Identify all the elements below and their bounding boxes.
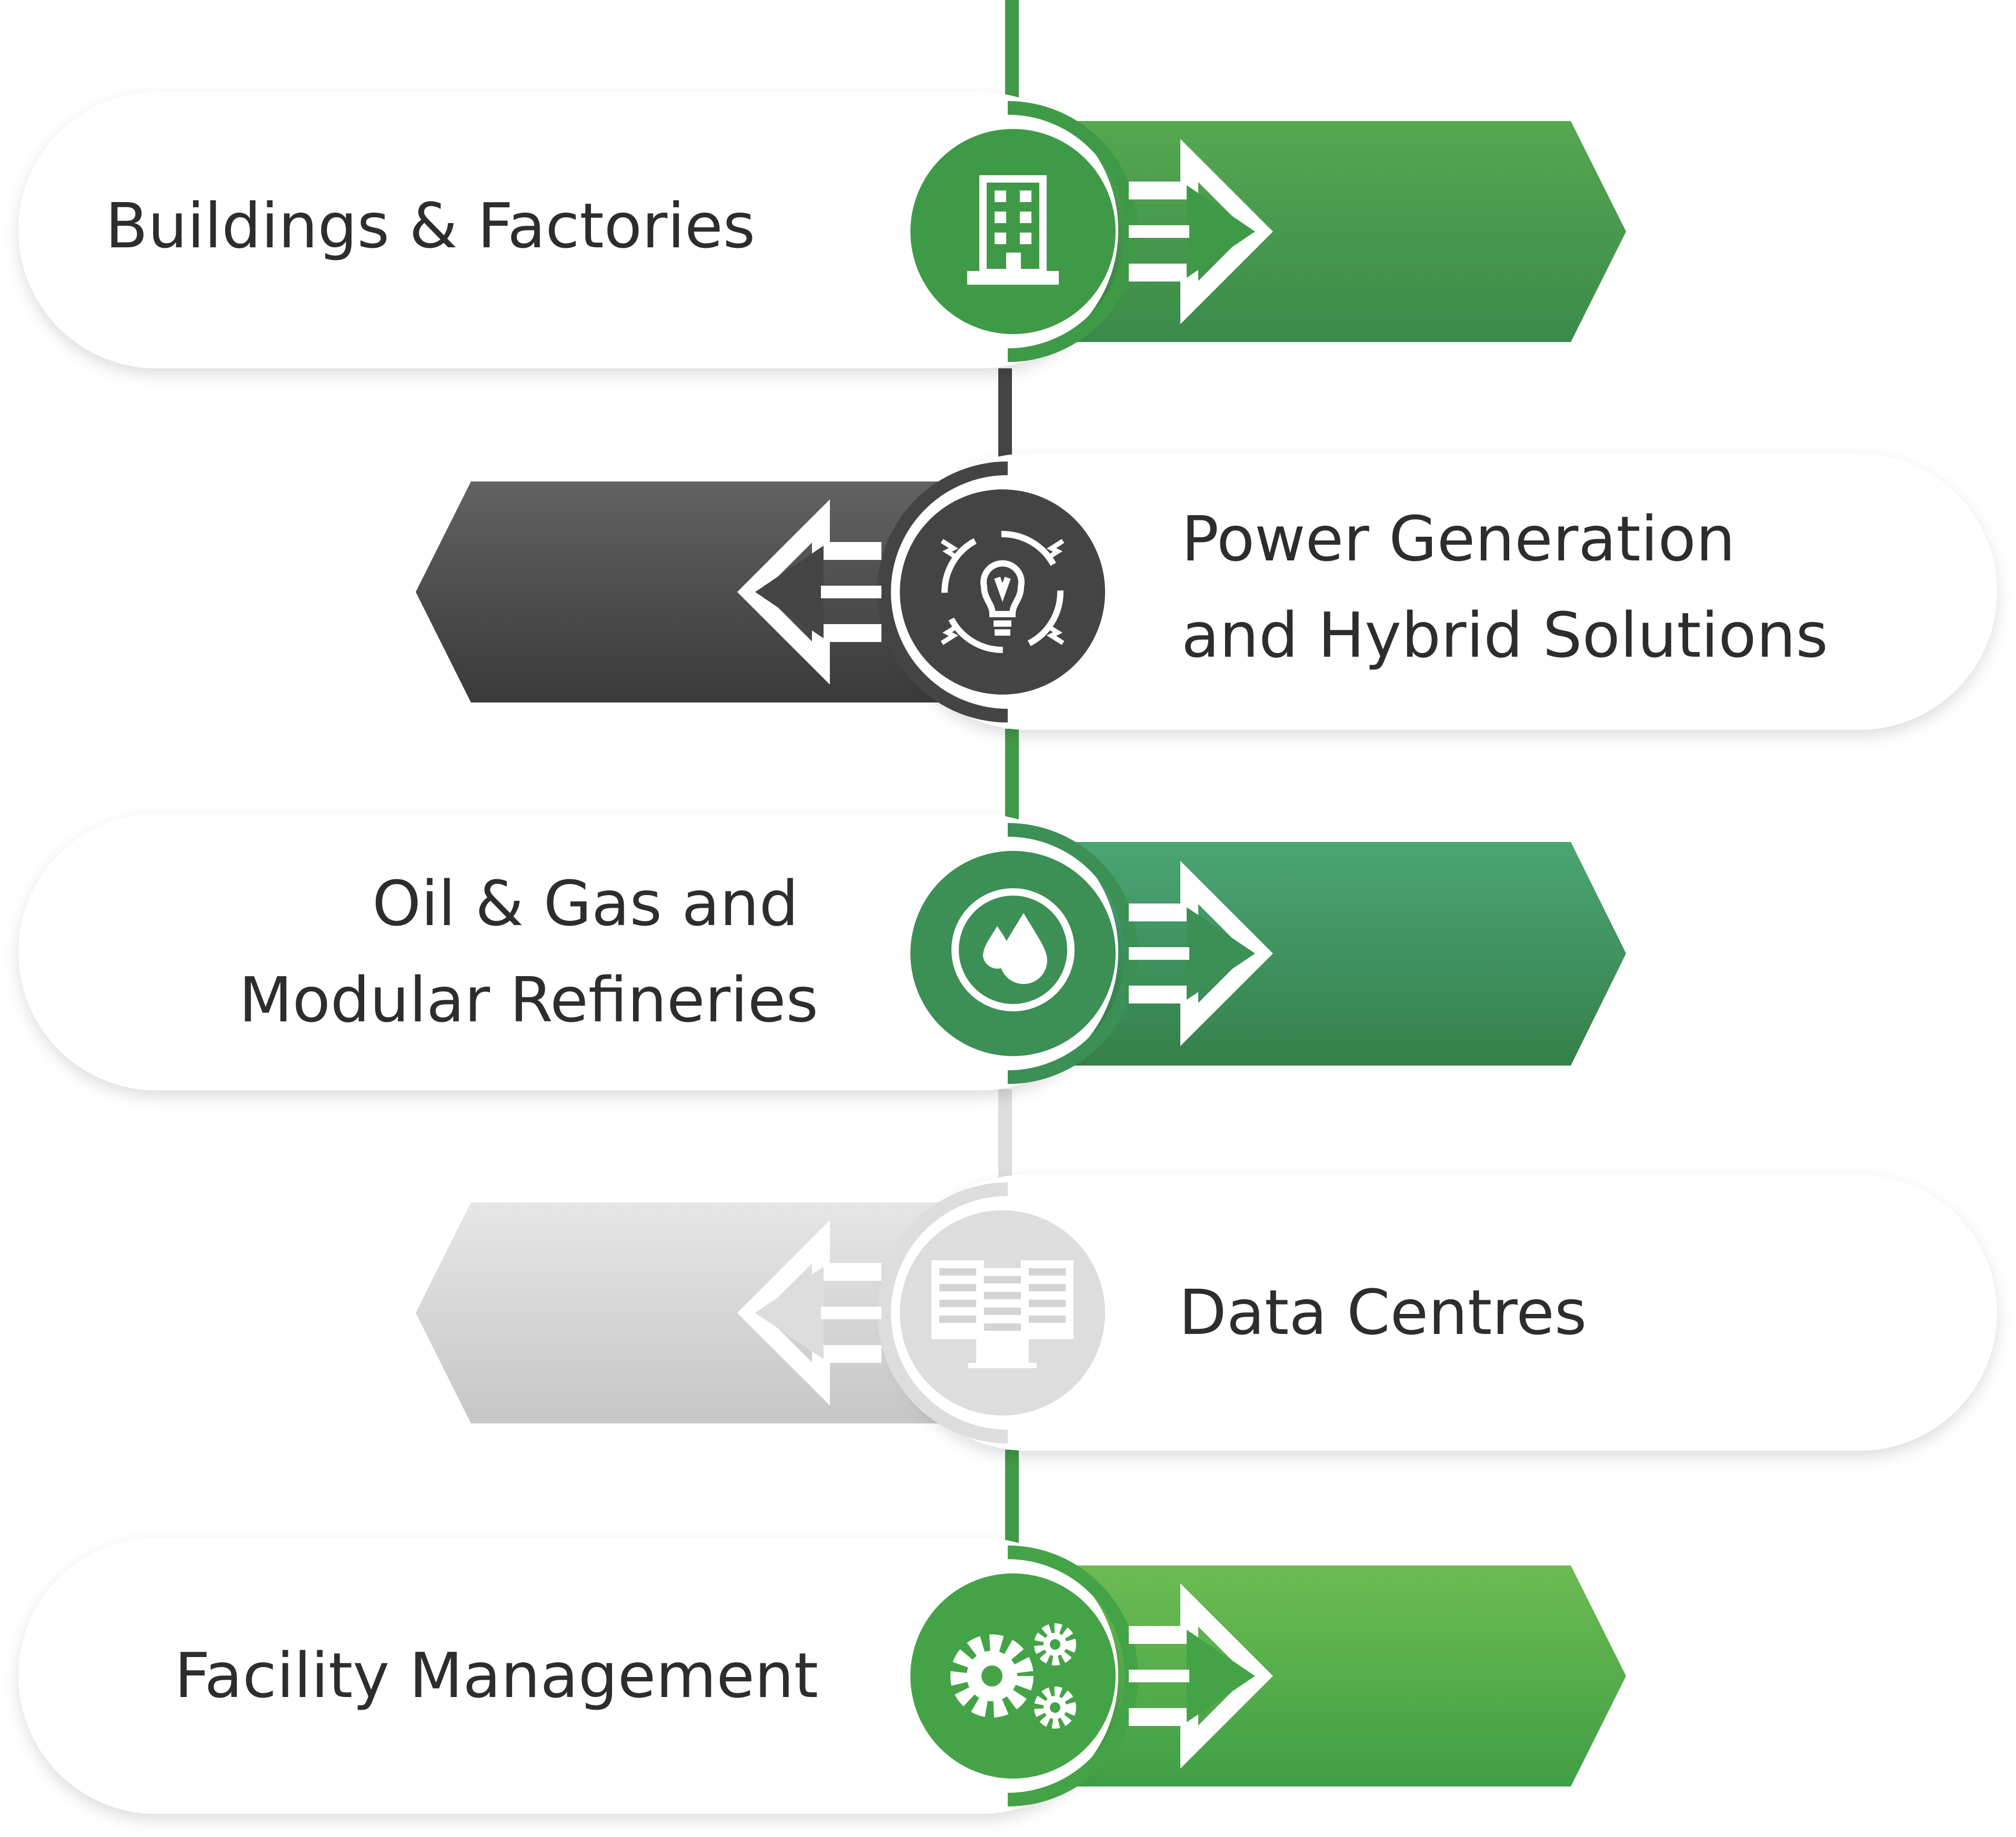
item-power-generation: Power Generation and Hybrid Solutions [416, 454, 1997, 730]
item-label: Power Generation and Hybrid Solutions [1181, 503, 1828, 671]
arrow-head [1187, 907, 1255, 1000]
label-pill [18, 814, 1118, 1090]
banner-arrow [416, 481, 1005, 702]
arrow-shaft [1129, 947, 1189, 960]
icon-circle [910, 129, 1116, 334]
ring-arc [877, 1182, 1008, 1443]
item-data-centres: Data Centres [416, 1175, 1997, 1451]
item-label: Oil & Gas and Modular Refineries [239, 867, 818, 1036]
arrow-shaft [821, 586, 881, 598]
arrow-head [755, 1267, 824, 1359]
banner-arrow [1010, 842, 1626, 1066]
label-pill [18, 92, 1118, 368]
label-pill [889, 1175, 1997, 1451]
label-pill [18, 1538, 1118, 1814]
arrow-head [1187, 1630, 1255, 1722]
arrow-head [1187, 185, 1255, 278]
arrow-shaft [1129, 225, 1189, 238]
item-oil-gas: Oil & Gas and Modular Refineries [18, 814, 1626, 1090]
label-pill [889, 454, 1997, 730]
oil-drops-icon [951, 888, 1075, 1011]
server-icon [931, 1260, 1074, 1368]
banner-arrow [1010, 121, 1626, 342]
building-icon [967, 175, 1059, 285]
item-label: Facility Management [174, 1639, 818, 1712]
item-label: Data Centres [1179, 1276, 1587, 1349]
item-facility-management: Facility Management [18, 1538, 1626, 1814]
item-label: Buildings & Factories [105, 189, 755, 262]
arrow-shaft [821, 1307, 881, 1319]
banner-arrow [416, 1202, 1005, 1423]
lightbulb-icon [940, 531, 1065, 653]
gears-icon [950, 1623, 1076, 1729]
banner-arrow [1010, 1565, 1626, 1786]
item-buildings-factories: Buildings & Factories [18, 92, 1626, 368]
ring-arc [877, 461, 1008, 722]
arrow-head [755, 546, 824, 638]
arrow-shaft [1129, 1670, 1189, 1682]
